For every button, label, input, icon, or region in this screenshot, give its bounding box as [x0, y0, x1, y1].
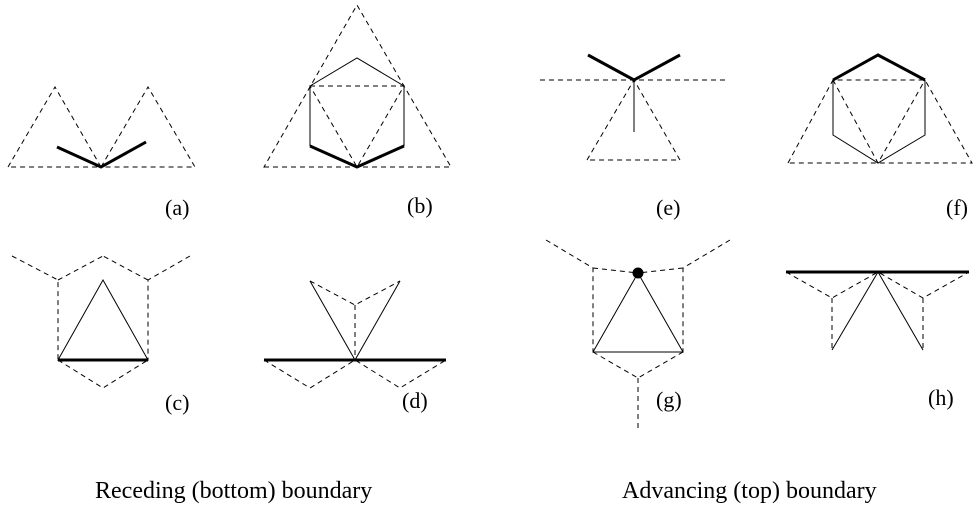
panel-h-label: (h)	[928, 385, 954, 410]
panel-e-label: (e)	[656, 195, 681, 220]
panel-c-label: (c)	[165, 390, 190, 415]
panel-g-label: (g)	[656, 387, 682, 412]
panel-h-figure	[785, 270, 970, 351]
caption-advancing: Advancing (top) boundary	[622, 478, 877, 504]
panel-a-label: (a)	[165, 195, 190, 220]
panel-d-figure	[263, 280, 447, 389]
panel-g-figure	[545, 239, 731, 430]
caption-receding: Receding (bottom) boundary	[95, 478, 373, 504]
panel-d-label: (d)	[402, 388, 428, 413]
panel-f-label: (f)	[946, 195, 968, 220]
panel-a-figure	[7, 86, 196, 169]
panel-c-figure	[11, 255, 191, 389]
panel-e-figure	[540, 53, 727, 161]
panel-b-label: (b)	[407, 193, 433, 218]
panel-b-figure	[263, 3, 452, 169]
panel-f-figure	[787, 53, 973, 165]
